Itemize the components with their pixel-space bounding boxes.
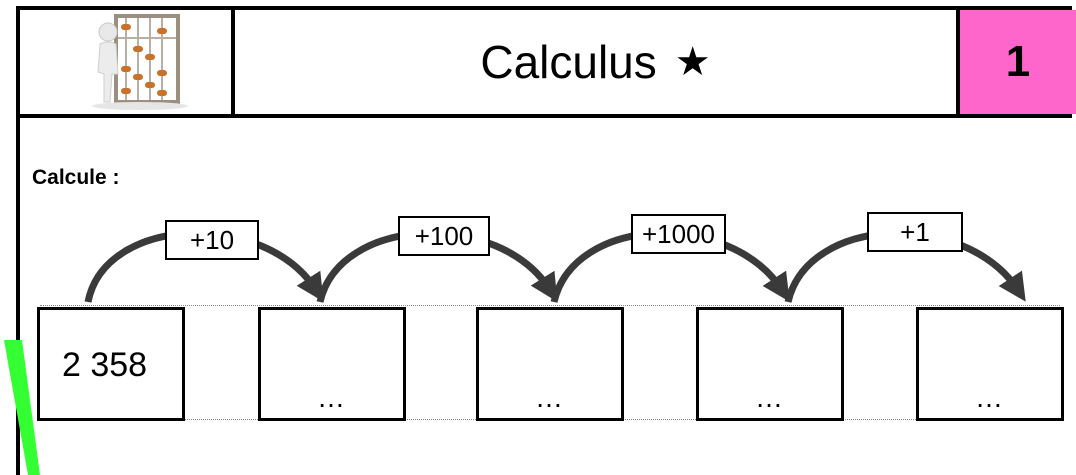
title-text: Calculus — [480, 36, 657, 88]
step-label-1: +10 — [165, 220, 259, 260]
abacus-figure-icon — [92, 14, 188, 110]
answer-placeholder: … — [317, 382, 347, 413]
answer-placeholder: … — [755, 382, 785, 413]
star-icon: ★ — [674, 40, 711, 84]
instruction-label: Calcule : — [32, 166, 120, 189]
answer-placeholder: … — [975, 382, 1005, 413]
start-value: 2 358 — [62, 346, 148, 384]
green-highlight-stroke — [4, 340, 40, 475]
answer-box-4[interactable]: … — [916, 307, 1064, 421]
step-label-3: +1000 — [631, 214, 726, 254]
answer-box-3[interactable]: … — [696, 307, 844, 421]
step-label-4: +1 — [867, 212, 963, 252]
worksheet-header: Calculus ★ 1 — [16, 6, 1076, 118]
answer-box-2[interactable]: … — [476, 307, 624, 421]
left-border — [16, 118, 20, 475]
worksheet-number: 1 — [956, 10, 1076, 114]
abacus-illustration — [20, 10, 235, 114]
guide-line-top — [40, 305, 1060, 306]
step-label-2: +100 — [398, 216, 490, 256]
page-title: Calculus ★ — [235, 10, 956, 114]
value-box-start: 2 358 — [37, 307, 185, 421]
answer-placeholder: … — [535, 382, 565, 413]
answer-box-1[interactable]: … — [258, 307, 406, 421]
